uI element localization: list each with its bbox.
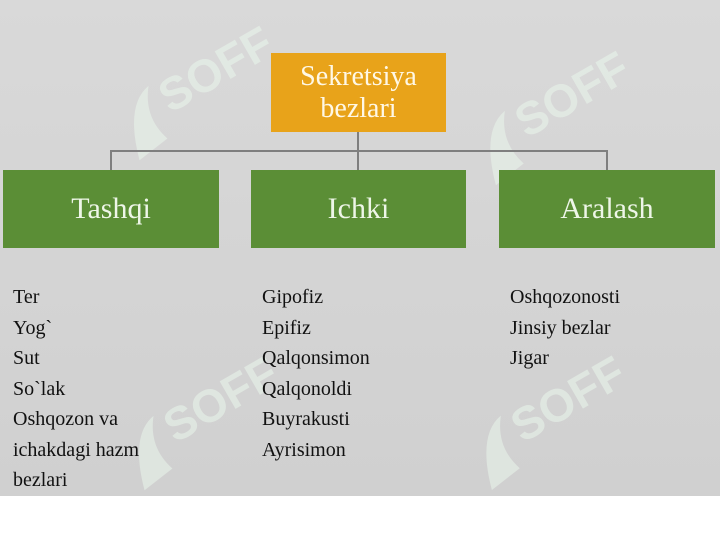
list-item: Oshqozonosti — [510, 286, 620, 308]
list-item: Epifiz — [262, 316, 311, 339]
category-label: Ichki — [327, 192, 390, 225]
list-item: ichakdagi hazm — [13, 438, 140, 461]
connector-tashqi — [110, 150, 112, 170]
watermark-text: SOFF — [506, 41, 638, 147]
category-node-ichki: Ichki — [251, 170, 466, 248]
list-item: Sut — [13, 347, 40, 369]
list-item: Ter — [13, 286, 40, 308]
category-label: Tashqi — [71, 192, 151, 225]
list-item: Oshqozon va — [13, 408, 118, 430]
list-item: Jinsiy bezlar — [510, 316, 611, 339]
gland-list-tashqi: Ter Yog` Sut So`lak Oshqozon va ichakdag… — [13, 282, 213, 496]
root-node: Sekretsiya bezlari — [271, 53, 446, 132]
watermark-text: SOFF — [149, 16, 281, 122]
list-item: Jigar — [510, 347, 549, 369]
root-title-line2: bezlari — [320, 92, 397, 124]
watermark-logo: SOFF — [490, 41, 638, 186]
bottom-margin — [0, 496, 720, 540]
root-title-line1: Sekretsiya — [300, 60, 417, 92]
list-item: Qalqonsimon — [262, 347, 370, 369]
category-node-tashqi: Tashqi — [3, 170, 219, 248]
category-node-aralash: Aralash — [499, 170, 715, 248]
list-item: Qalqonoldi — [262, 377, 352, 400]
list-item: bezlari — [13, 469, 68, 491]
connector-horizontal — [110, 150, 608, 152]
connector-aralash — [606, 150, 608, 170]
diagram-canvas: SOFF SOFF SOFF SOFF Sekretsiya bezlari T… — [0, 0, 720, 496]
category-label: Aralash — [560, 192, 654, 225]
list-item: Yog` — [13, 316, 53, 339]
gland-list-aralash: Oshqozonosti Jinsiy bezlar Jigar — [510, 282, 710, 374]
list-item: So`lak — [13, 377, 66, 400]
gland-list-ichki: Gipofiz Epifiz Qalqonsimon Qalqonoldi Bu… — [262, 282, 462, 465]
list-item: Ayrisimon — [262, 438, 346, 461]
list-item: Gipofiz — [262, 286, 324, 308]
list-item: Buyrakusti — [262, 408, 350, 430]
